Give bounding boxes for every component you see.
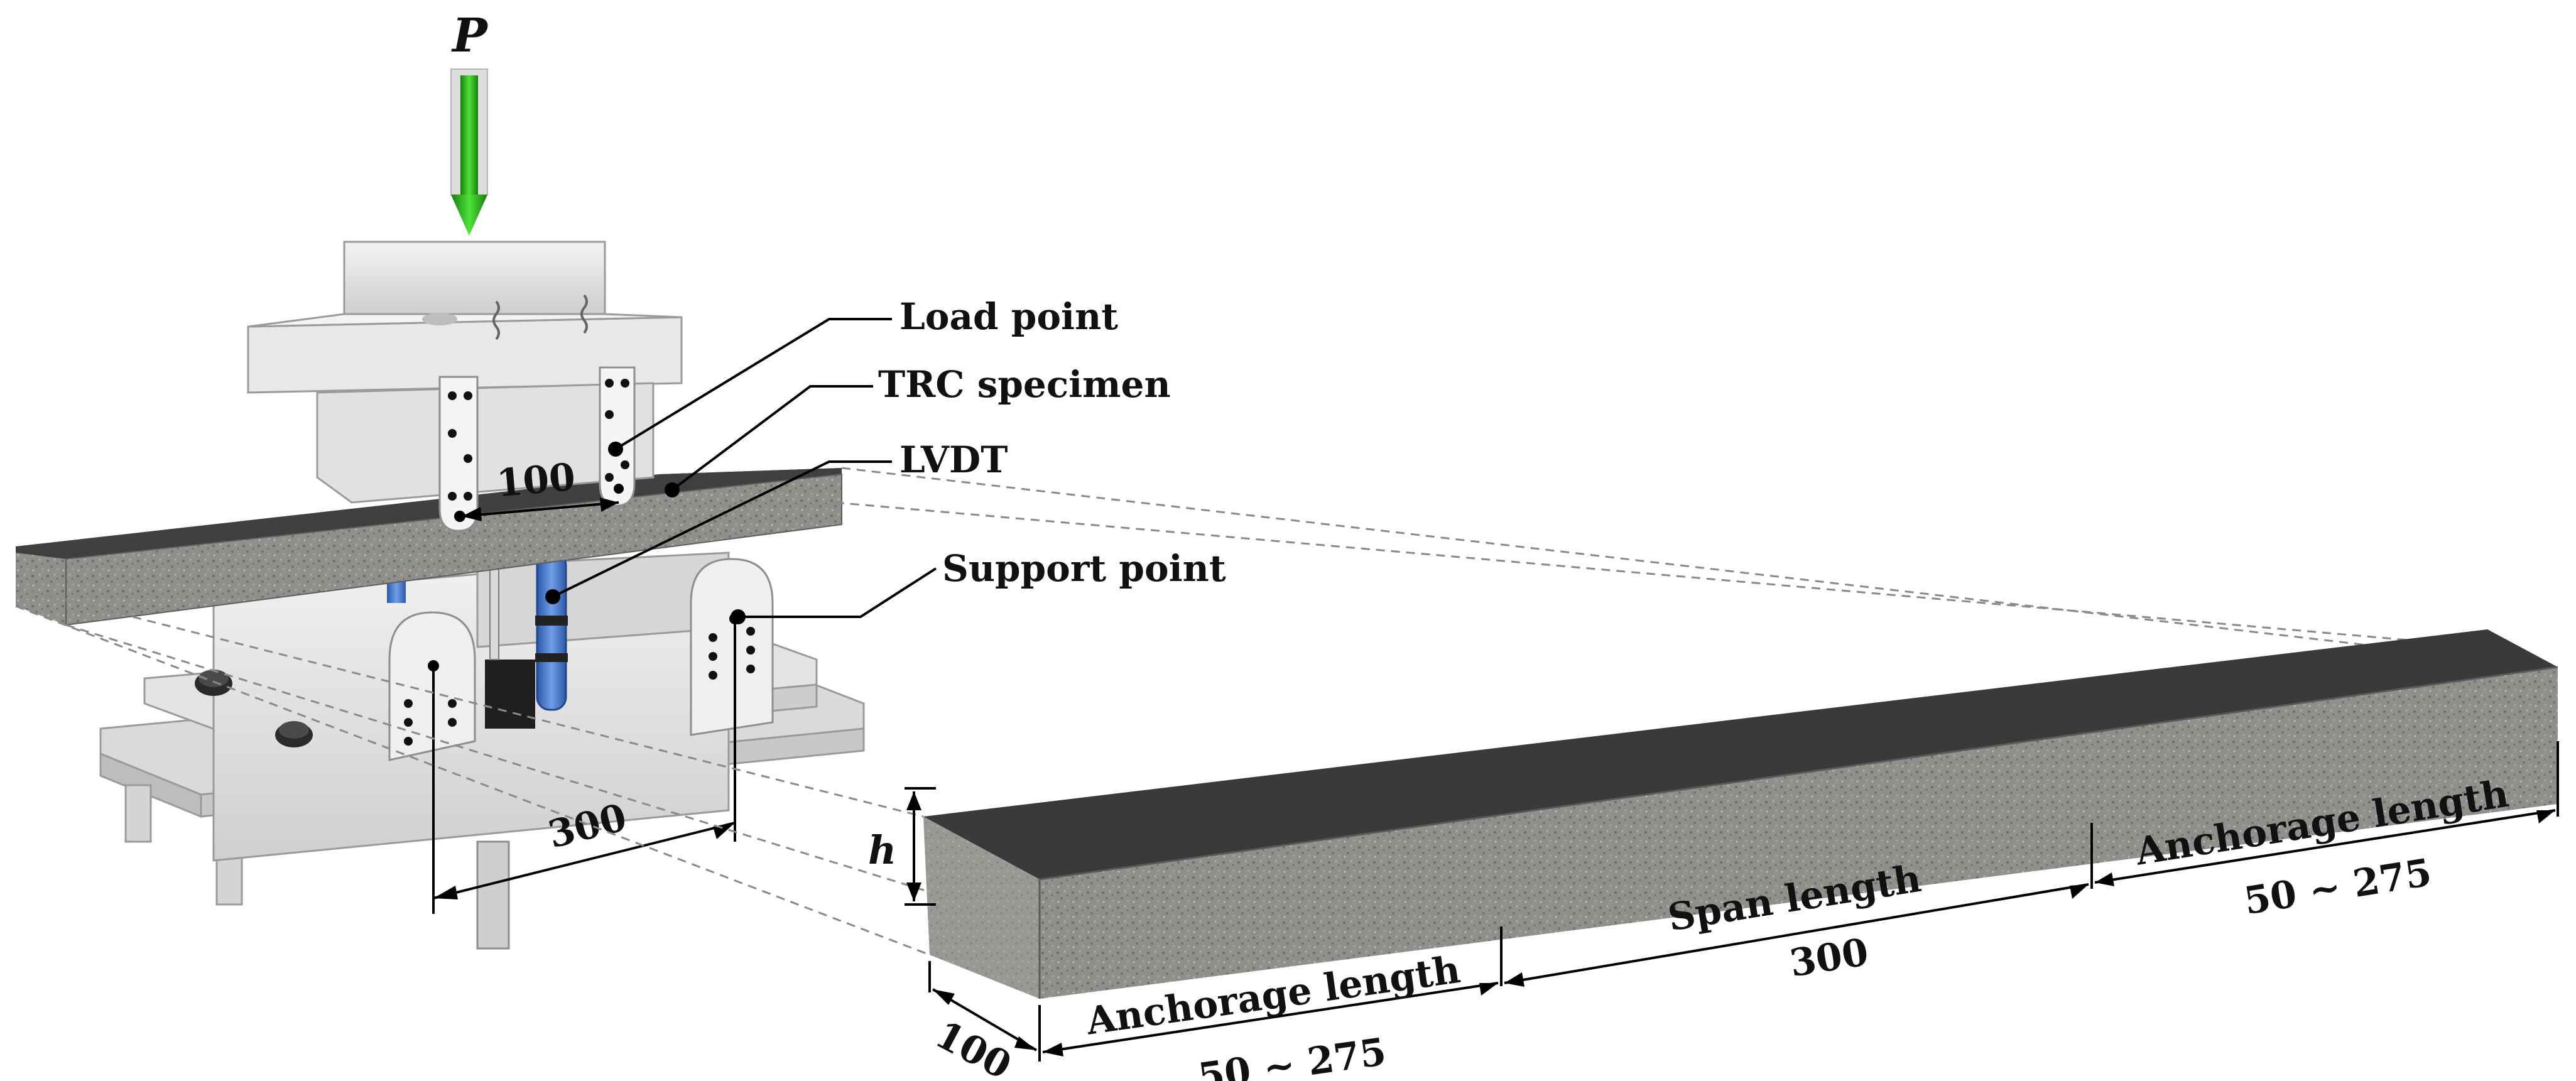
loading-head bbox=[247, 241, 683, 504]
callout-trc-specimen: TRC specimen bbox=[878, 363, 1171, 406]
specimen-width-value: 100 bbox=[928, 1013, 1018, 1081]
load-span-value: 100 bbox=[495, 455, 577, 506]
lvdt-sensor bbox=[387, 540, 568, 729]
load-span-dimension bbox=[454, 484, 624, 522]
callout-load-point: Load point bbox=[899, 295, 1118, 338]
callout-support-point: Support point bbox=[942, 547, 1226, 590]
specimen-detail bbox=[923, 629, 2558, 999]
right-support-roller bbox=[690, 558, 774, 736]
callout-leaders bbox=[545, 318, 937, 624]
left-load-plate bbox=[438, 376, 479, 532]
height-symbol: h bbox=[868, 827, 896, 873]
load-arrow-icon bbox=[450, 68, 488, 236]
rig-specimen bbox=[16, 468, 842, 626]
test-rig: P 100 300 bbox=[16, 9, 1226, 950]
load-label: P bbox=[451, 9, 489, 63]
left-anchorage-value: 50 ~ 275 bbox=[1195, 1030, 1389, 1081]
span-length-value: 300 bbox=[1787, 930, 1872, 986]
length-dimensions bbox=[1042, 741, 2559, 1057]
width-dimension bbox=[928, 961, 1041, 1062]
right-anchorage-value: 50 ~ 275 bbox=[2241, 850, 2435, 923]
height-dimension bbox=[905, 787, 936, 906]
right-load-plate bbox=[599, 366, 636, 507]
projection-lines bbox=[15, 467, 2557, 956]
callout-lvdt: LVDT bbox=[899, 438, 1008, 481]
